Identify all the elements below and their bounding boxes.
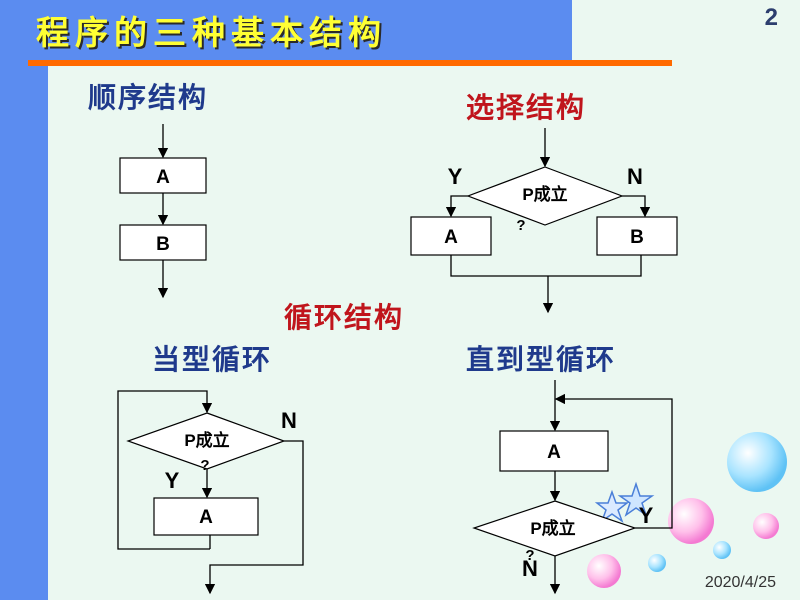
until-loop-heading: 直到型循环 bbox=[466, 343, 617, 376]
process-box-b-label: B bbox=[630, 227, 644, 248]
process-box-b bbox=[596, 216, 678, 256]
star-icon bbox=[594, 489, 630, 523]
process-box-a bbox=[153, 497, 259, 536]
sequence-flowchart: A B bbox=[119, 124, 207, 299]
left-decor-band bbox=[0, 0, 48, 600]
loop-heading: 循环结构 bbox=[284, 301, 405, 334]
loop-back-arrow bbox=[117, 390, 213, 550]
star-icon bbox=[617, 481, 655, 517]
yes-branch-arrow bbox=[445, 195, 468, 218]
header-band bbox=[0, 0, 572, 62]
decision-label-question: ? bbox=[525, 547, 534, 564]
yes-label: Y bbox=[639, 503, 654, 528]
process-box-a bbox=[119, 157, 207, 194]
process-box-b bbox=[119, 224, 207, 261]
while-loop-flowchart: P成立 ? Y A N bbox=[117, 390, 304, 595]
decision-diamond bbox=[466, 166, 624, 226]
no-label: N bbox=[281, 408, 297, 433]
process-box-a bbox=[410, 216, 492, 256]
bubble-icon bbox=[753, 513, 779, 539]
merge-line bbox=[450, 255, 642, 277]
process-box-a-label: A bbox=[199, 507, 213, 528]
loop-back-arrow bbox=[554, 393, 673, 529]
process-box-a bbox=[499, 430, 609, 472]
decision-label-question: ? bbox=[516, 217, 525, 234]
bubble-icon bbox=[587, 554, 621, 588]
process-box-a-label: A bbox=[444, 227, 458, 248]
title-underline bbox=[28, 60, 672, 66]
slide-title: 程序的三种基本结构 bbox=[36, 13, 387, 52]
selection-heading: 选择结构 bbox=[466, 91, 587, 124]
bubble-icon bbox=[727, 432, 787, 492]
bubble-icon bbox=[668, 498, 714, 544]
process-box-b-label: B bbox=[156, 234, 170, 255]
decision-label: P成立 bbox=[184, 430, 229, 450]
no-branch-arrow bbox=[204, 440, 304, 595]
selection-flowchart: P成立 ? Y N A B bbox=[410, 128, 678, 314]
no-branch-arrow bbox=[622, 195, 651, 218]
decision-label: P成立 bbox=[522, 184, 567, 204]
process-box-a-label: A bbox=[156, 167, 170, 188]
yes-label: Y bbox=[448, 164, 463, 189]
page-number: 2 bbox=[764, 4, 778, 31]
date-stamp: 2020/4/25 bbox=[704, 574, 776, 591]
bubble-icon bbox=[648, 554, 666, 572]
yes-label: Y bbox=[165, 468, 180, 493]
while-loop-heading: 当型循环 bbox=[152, 343, 273, 376]
decision-label-question: ? bbox=[200, 457, 209, 474]
until-loop-flowchart: A P成立 ? Y N bbox=[472, 380, 673, 595]
sequence-heading: 顺序结构 bbox=[88, 81, 209, 114]
no-label: N bbox=[627, 164, 643, 189]
decorative-bubbles bbox=[587, 432, 787, 588]
no-label: N bbox=[522, 556, 538, 581]
decision-label: P成立 bbox=[530, 518, 575, 538]
process-box-a-label: A bbox=[547, 442, 561, 463]
bubble-icon bbox=[713, 541, 731, 559]
